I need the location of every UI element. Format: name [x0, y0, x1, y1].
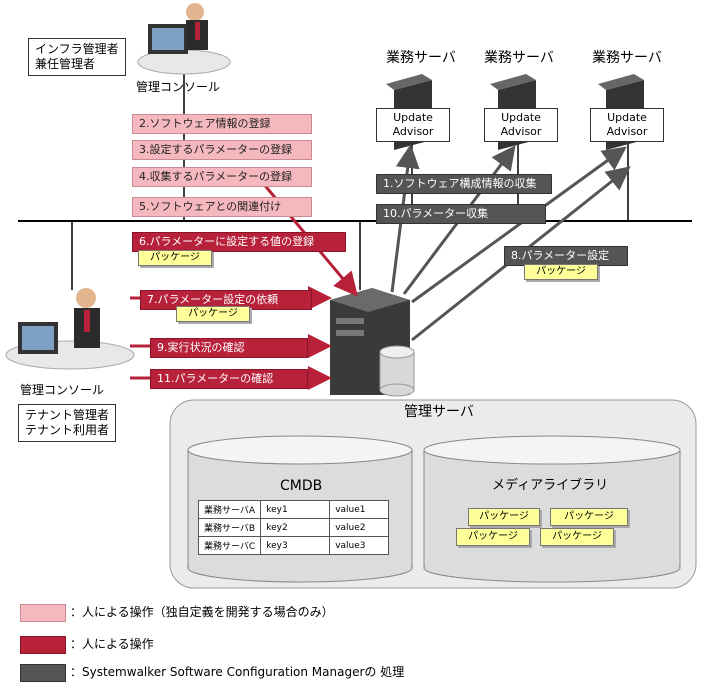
top-console-illustration — [137, 3, 231, 75]
cmdb-server-cell: 業務サーバC — [197, 536, 262, 555]
cmdb-server-cell: 業務サーバB — [197, 518, 262, 537]
legend-red-swatch — [20, 636, 66, 654]
step-4-label: 4.収集するパラメーターの登録 — [132, 167, 312, 187]
cmdb-server-cell: 業務サーバA — [197, 500, 262, 519]
infra-admin-role-box: インフラ管理者 兼任管理者 — [28, 38, 126, 76]
left-console-illustration — [5, 288, 135, 370]
table-row: 業務サーバA key1 value1 — [197, 500, 390, 519]
step-2-label: 2.ソフトウェア情報の登録 — [132, 114, 312, 134]
table-row: 業務サーバB key2 value2 — [197, 518, 390, 537]
left-console-label: 管理コンソール — [20, 383, 105, 397]
update-advisor-3: Update Advisor — [590, 108, 664, 142]
tenant-role-box: テナント管理者 テナント利用者 — [18, 404, 116, 442]
step-11-label: 11.パラメーターの確認 — [150, 369, 308, 389]
business-server-3-label: 業務サーバ — [592, 50, 662, 66]
step-5-label: 5.ソフトウェアとの関連付け — [132, 197, 312, 217]
package-note-6: パッケージ — [138, 250, 212, 266]
step-9-label: 9.実行状況の確認 — [150, 338, 308, 358]
cmdb-key-cell: key1 — [260, 500, 331, 519]
legend-pink-swatch — [20, 604, 66, 622]
update-advisor-1: Update Advisor — [376, 108, 450, 142]
cmdb-value-cell: value3 — [329, 536, 390, 555]
mgmt-server-label: 管理サーバ — [404, 404, 474, 420]
legend-gray-text: ：Systemwalker Software Configuration Man… — [70, 665, 405, 679]
package-note-8: パッケージ — [524, 264, 598, 280]
step-10-label: 10.パラメーター収集 — [376, 204, 546, 224]
cmdb-value-cell: value1 — [329, 500, 390, 519]
step-3-label: 3.設定するパラメーターの登録 — [132, 140, 312, 160]
update-advisor-2: Update Advisor — [484, 108, 558, 142]
legend-gray-swatch — [20, 664, 66, 682]
media-package-4: パッケージ — [540, 528, 614, 546]
arrow-gray-to-server3 — [411, 146, 627, 304]
top-console-label: 管理コンソール — [136, 80, 221, 94]
cmdb-value-cell: value2 — [329, 518, 390, 537]
legend-pink-text: ：人による操作（独自定義を開発する場合のみ） — [70, 605, 334, 619]
media-library-title: メディアライブラリ — [492, 478, 609, 493]
infra-admin-role-text: インフラ管理者 兼任管理者 — [35, 42, 119, 71]
package-note-7: パッケージ — [176, 306, 250, 322]
step-6-label: 6.パラメーターに設定する値の登録 — [132, 232, 346, 252]
business-server-1-label: 業務サーバ — [386, 50, 456, 66]
step-1-label: 1.ソフトウェア構成情報の収集 — [376, 174, 552, 194]
media-package-2: パッケージ — [550, 508, 628, 526]
cmdb-title: CMDB — [280, 478, 323, 494]
cmdb-key-cell: key3 — [260, 536, 331, 555]
cmdb-table: 業務サーバA key1 value1 業務サーバB key2 value2 業務… — [197, 500, 390, 555]
media-package-3: パッケージ — [456, 528, 530, 546]
tenant-role-text: テナント管理者 テナント利用者 — [25, 408, 110, 437]
cmdb-key-cell: key2 — [260, 518, 331, 537]
step-7-label: 7.パラメーター設定の依頼 — [140, 290, 312, 310]
legend-red-text: ：人による操作 — [70, 637, 154, 651]
media-package-1: パッケージ — [468, 508, 540, 526]
step-8-label: 8.パラメーター設定 — [504, 246, 628, 266]
business-server-2-label: 業務サーバ — [484, 50, 554, 66]
table-row: 業務サーバC key3 value3 — [197, 536, 390, 555]
mgmt-server-disk — [379, 345, 415, 397]
